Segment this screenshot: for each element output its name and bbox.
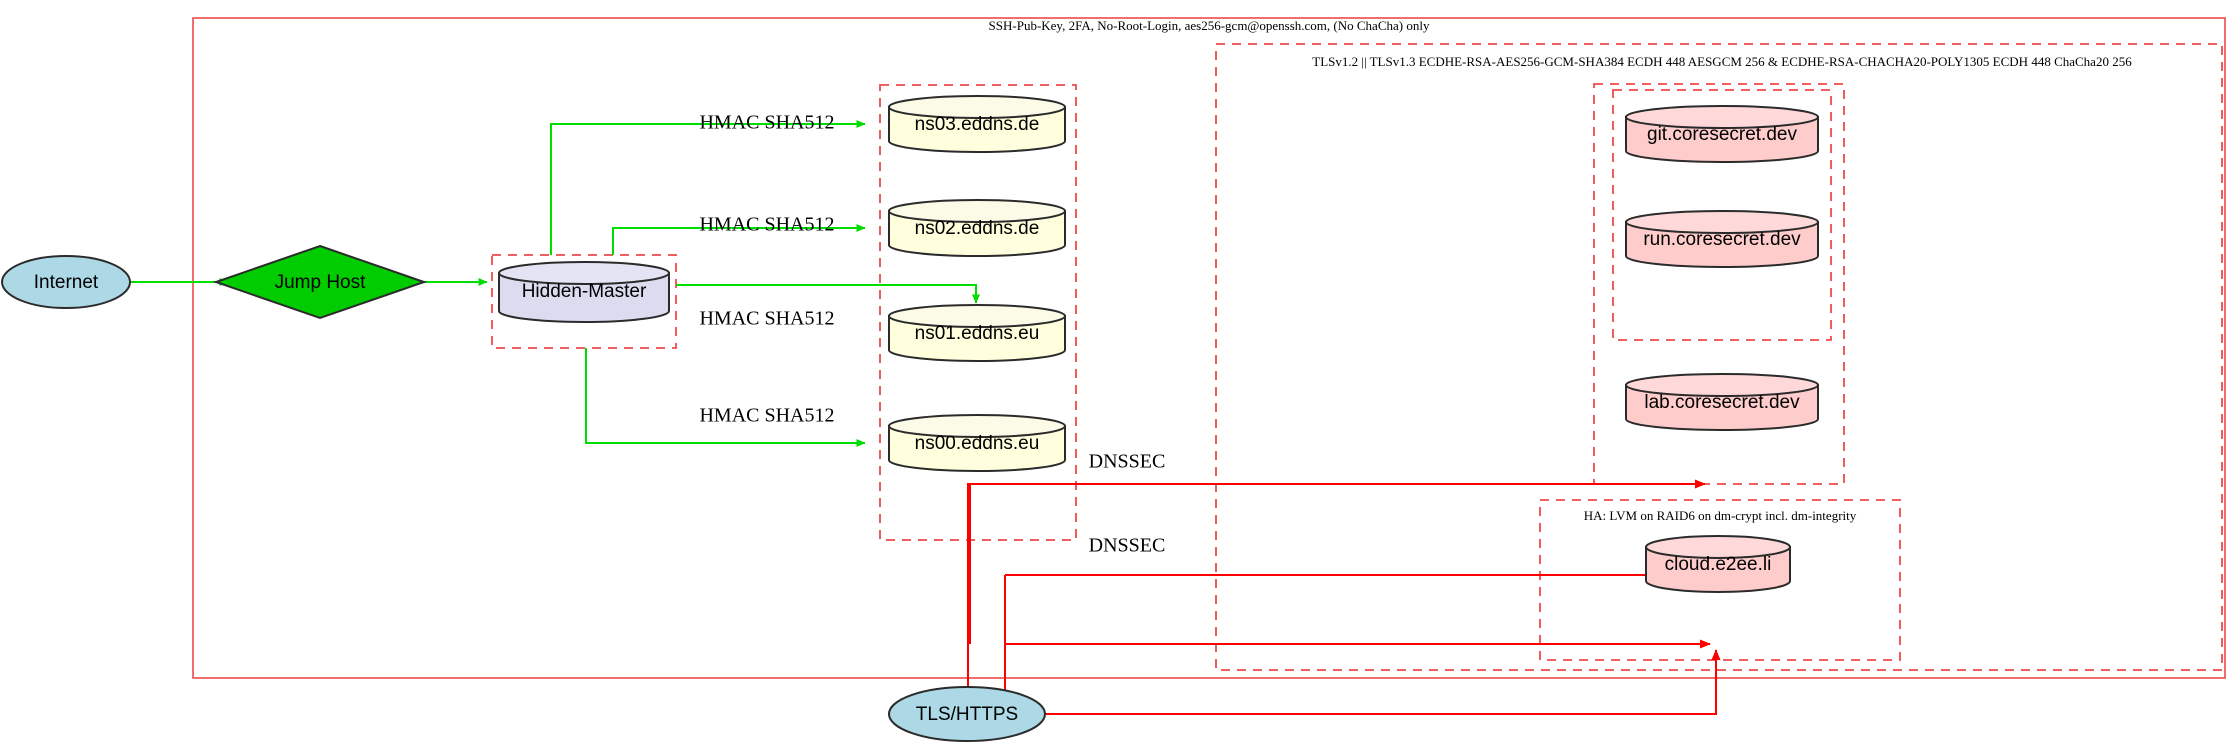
node-jump-host[interactable]: Jump Host	[212, 244, 428, 320]
node-run-coresecret[interactable]: run.coresecret.dev	[1625, 210, 1819, 268]
edge-label-dnssec-upper: DNSSEC	[1089, 451, 1166, 473]
edge-label-hmac-ns02: HMAC SHA512	[699, 214, 834, 236]
node-ns02[interactable]: ns02.eddns.de	[888, 199, 1066, 257]
node-tls-https[interactable]: TLS/HTTPS	[888, 686, 1046, 742]
edge-hiddenmaster-to-ns02	[612, 224, 866, 255]
edge-label-hmac-ns01: HMAC SHA512	[699, 308, 834, 330]
cluster-nameservers-border	[879, 84, 1077, 541]
edge-hiddenmaster-to-ns03	[550, 120, 866, 255]
edge-tlshttps-to-ha	[1005, 649, 1721, 715]
node-jump-host-label: Jump Host	[275, 272, 367, 293]
node-lab-coresecret-label: lab.coresecret.dev	[1644, 392, 1800, 413]
node-ns01-label: ns01.eddns.eu	[915, 323, 1040, 344]
node-git-coresecret[interactable]: git.coresecret.dev	[1625, 105, 1819, 163]
cluster-ssh-label: SSH-Pub-Key, 2FA, No-Root-Login, aes256-…	[989, 18, 1430, 33]
node-git-coresecret-label: git.coresecret.dev	[1647, 124, 1797, 145]
node-ns02-label: ns02.eddns.de	[915, 218, 1040, 239]
node-ns00[interactable]: ns00.eddns.eu	[888, 414, 1066, 472]
node-ns03[interactable]: ns03.eddns.de	[888, 95, 1066, 153]
cluster-services-inner-border	[1612, 89, 1832, 341]
node-lab-coresecret[interactable]: lab.coresecret.dev	[1625, 373, 1819, 431]
node-hidden-master-label: Hidden-Master	[522, 281, 647, 302]
node-ns00-label: ns00.eddns.eu	[915, 433, 1040, 454]
edge-hiddenmaster-to-ns00	[585, 348, 866, 447]
node-ns03-label: ns03.eddns.de	[915, 114, 1040, 135]
cluster-ssh-border	[192, 17, 2226, 679]
node-hidden-master[interactable]: Hidden-Master	[498, 261, 670, 323]
cluster-ha-label: HA: LVM on RAID6 on dm-crypt incl. dm-in…	[1584, 508, 1857, 523]
edge-label-hmac-ns00: HMAC SHA512	[699, 405, 834, 427]
cluster-tls-label: TLSv1.2 || TLSv1.3 ECDHE-RSA-AES256-GCM-…	[1312, 54, 2132, 69]
edge-hiddenmaster-to-ns01	[676, 284, 980, 304]
edge-label-dnssec-lower: DNSSEC	[1089, 535, 1166, 557]
cluster-tls-border	[1215, 43, 2223, 671]
node-tls-https-label: TLS/HTTPS	[916, 704, 1018, 725]
node-run-coresecret-label: run.coresecret.dev	[1643, 229, 1801, 250]
edge-label-hmac-ns03: HMAC SHA512	[699, 112, 834, 134]
node-internet-label: Internet	[34, 272, 99, 293]
node-cloud-e2ee-label: cloud.e2ee.li	[1665, 554, 1772, 575]
cluster-ha-border	[1539, 499, 1901, 661]
node-ns01[interactable]: ns01.eddns.eu	[888, 304, 1066, 362]
cluster-services-border	[1593, 83, 1845, 485]
node-cloud-e2ee[interactable]: cloud.e2ee.li	[1645, 535, 1791, 593]
node-internet[interactable]: Internet	[1, 255, 131, 309]
cluster-hiddenmaster-border	[491, 254, 677, 349]
